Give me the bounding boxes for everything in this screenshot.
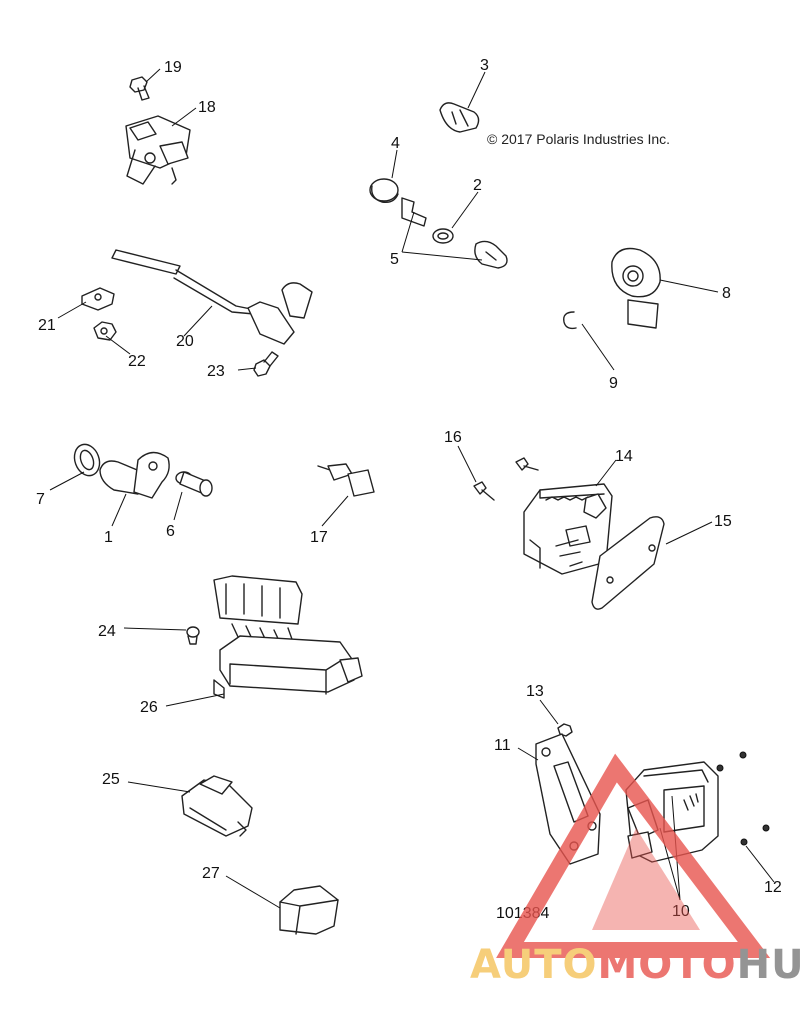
- callout-27: 27: [202, 865, 220, 882]
- part-22-nut: [93, 321, 117, 341]
- part-6-pin: [175, 471, 213, 497]
- watermark-hub: HUB: [737, 942, 800, 988]
- callout-13: 13: [526, 683, 544, 700]
- callout-24: 24: [98, 623, 116, 640]
- part-3-plug: [439, 102, 480, 133]
- callout-15: 15: [714, 513, 732, 530]
- part-16-screws: [473, 457, 539, 501]
- callout-14: 14: [615, 448, 633, 465]
- part-27-boot: [279, 885, 339, 935]
- callout-2: 2: [473, 177, 482, 194]
- part-5-clip-sensor: [401, 197, 508, 269]
- watermark-auto: AUTO: [470, 942, 598, 988]
- callout-18: 18: [198, 99, 216, 116]
- watermark-logo: AUTOMOTOHUB: [470, 753, 800, 988]
- callout-7: 7: [36, 491, 45, 508]
- part-18-map-sensor: [125, 115, 191, 185]
- callout-6: 6: [166, 523, 175, 540]
- watermark-text: AUTOMOTOHUB: [470, 942, 800, 988]
- part-13-nut: [557, 723, 573, 737]
- part-12-screws: [716, 751, 770, 846]
- callout-1: 1: [104, 529, 113, 546]
- part-20-crank-sensor: [111, 249, 313, 345]
- part-21-clamp: [81, 287, 115, 311]
- callout-5: 5: [390, 251, 399, 268]
- callout-9: 9: [609, 375, 618, 392]
- part-7-oring: [73, 443, 101, 477]
- part-19-bolt: [129, 76, 150, 101]
- callout-26: 26: [140, 699, 158, 716]
- callout-19: 19: [164, 59, 182, 76]
- part-15-cover: [591, 516, 665, 610]
- leader-lines: [49, 68, 775, 909]
- callout-25: 25: [102, 771, 120, 788]
- part-8-knock-sensor: [611, 247, 661, 329]
- part-25-switch: [181, 775, 253, 837]
- callout-17: 17: [310, 529, 328, 546]
- callout-labels: 19 18 3 4 2 5 8 9 21 22 20 23 7 1 6 17 1…: [36, 57, 782, 920]
- part-2-oring: [432, 228, 454, 244]
- callout-12: 12: [764, 879, 782, 896]
- callout-16: 16: [444, 429, 462, 446]
- callout-3: 3: [480, 57, 489, 74]
- copyright-text: © 2017 Polaris Industries Inc.: [487, 131, 670, 147]
- part-23-bolt: [253, 351, 279, 377]
- callout-22: 22: [128, 353, 146, 370]
- part-14-module: [523, 483, 613, 575]
- callout-23: 23: [207, 363, 225, 380]
- part-26-regulator: [213, 575, 363, 699]
- callout-21: 21: [38, 317, 56, 334]
- part-1-cam-sensor: [99, 451, 170, 499]
- callout-4: 4: [391, 135, 400, 152]
- part-9-clip: [563, 311, 577, 330]
- part-24-screw: [186, 626, 200, 645]
- callout-8: 8: [722, 285, 731, 302]
- callout-11: 11: [494, 737, 511, 754]
- part-17-temp-sensor: [317, 463, 375, 497]
- part-4-cap: [369, 178, 399, 204]
- watermark-moto: MOTO: [598, 942, 737, 988]
- callout-10: 10: [672, 903, 690, 920]
- callout-20: 20: [176, 333, 194, 350]
